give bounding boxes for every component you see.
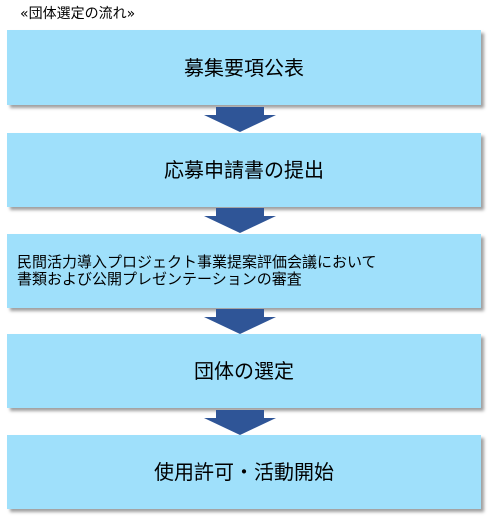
arrow-down-icon <box>204 410 276 435</box>
step-3-line-2: 書類および公開プレゼンテーションの審査 <box>17 270 302 288</box>
step-2-box: 応募申請書の提出 <box>7 133 481 207</box>
step-4-label: 団体の選定 <box>194 359 294 383</box>
step-5-box: 使用許可・活動開始 <box>7 435 481 509</box>
step-5-label: 使用許可・活動開始 <box>154 460 334 484</box>
arrow-down-icon <box>204 208 276 233</box>
step-1-label: 募集要項公表 <box>184 55 304 80</box>
step-2-label: 応募申請書の提出 <box>164 158 324 182</box>
step-3-line-1: 民間活力導入プロジェクト事業提案評価会議において <box>17 253 377 271</box>
arrow-down-icon <box>204 309 276 334</box>
step-1-box: 募集要項公表 <box>7 30 481 105</box>
step-3-box: 民間活力導入プロジェクト事業提案評価会議において 書類および公開プレゼンテーショ… <box>7 234 481 308</box>
diagram-heading: «団体選定の流れ» <box>20 6 136 22</box>
step-3-label: 民間活力導入プロジェクト事業提案評価会議において 書類および公開プレゼンテーショ… <box>17 254 377 288</box>
step-4-box: 団体の選定 <box>7 334 481 408</box>
arrow-down-icon <box>204 107 276 132</box>
